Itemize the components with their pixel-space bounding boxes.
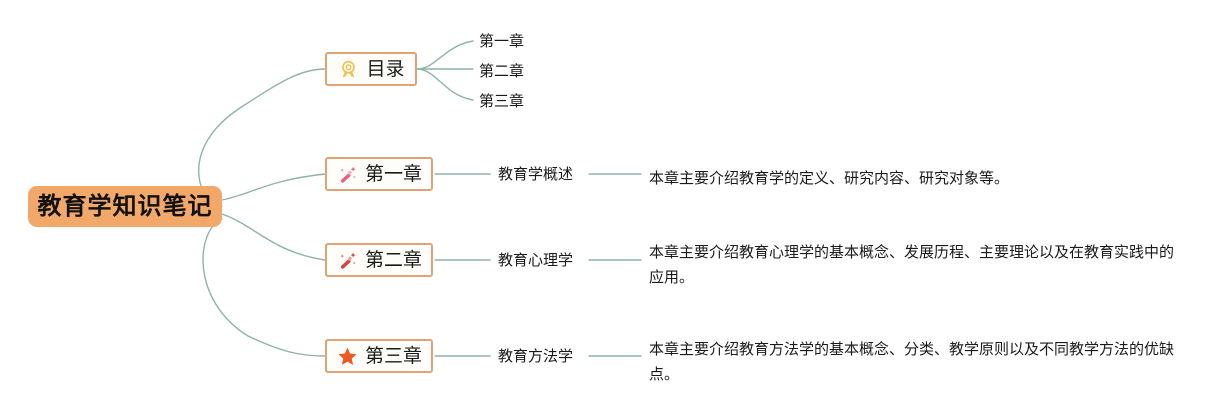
branch-node-catalog-label: 目录 <box>366 58 405 80</box>
description-chapter-1: 本章主要介绍教育学的定义、研究内容、研究对象等。 <box>649 170 1010 187</box>
topic-label-chapter-2[interactable]: 教育心理学 <box>498 252 574 269</box>
star-icon <box>336 345 358 367</box>
edge-root-to-ch2 <box>221 213 326 261</box>
description-chapter-3: 本章主要介绍教育方法学的基本概念、分类、教学原则以及不同教学方法的优缺点。 <box>649 341 1175 383</box>
edge-root-to-catalog <box>198 68 326 207</box>
description-chapter-2: 本章主要介绍教育心理学的基本概念、发展历程、主要理论以及在教育实践中的应用。 <box>649 244 1175 286</box>
toc-item-2[interactable]: 第三章 <box>479 93 525 110</box>
root-node[interactable]: 教育学知识笔记 <box>28 186 222 227</box>
branch-node-chapter-3[interactable]: 第三章 <box>325 339 433 373</box>
magic-wand-icon <box>336 163 358 185</box>
branch-node-chapter-1[interactable]: 第一章 <box>325 157 433 191</box>
edge-catalog-to-toc-2 <box>416 68 474 101</box>
topic-label-chapter-1[interactable]: 教育学概述 <box>498 166 574 183</box>
medal-icon <box>337 58 359 80</box>
magic-wand-icon <box>336 249 358 271</box>
branch-node-chapter-3-label: 第三章 <box>365 345 423 367</box>
branch-node-chapter-2-label: 第二章 <box>365 249 423 271</box>
edge-root-to-ch1 <box>221 173 326 201</box>
edge-catalog-to-toc-0 <box>416 40 474 70</box>
branch-node-chapter-1-label: 第一章 <box>365 163 423 185</box>
root-node-label: 教育学知识笔记 <box>37 192 213 220</box>
toc-item-1[interactable]: 第二章 <box>479 63 525 80</box>
branch-node-catalog[interactable]: 目录 <box>325 52 417 86</box>
branch-node-chapter-2[interactable]: 第二章 <box>325 243 433 277</box>
toc-item-0[interactable]: 第一章 <box>479 33 525 50</box>
topic-label-chapter-3[interactable]: 教育方法学 <box>498 348 574 365</box>
edge-root-to-ch3 <box>202 218 326 357</box>
